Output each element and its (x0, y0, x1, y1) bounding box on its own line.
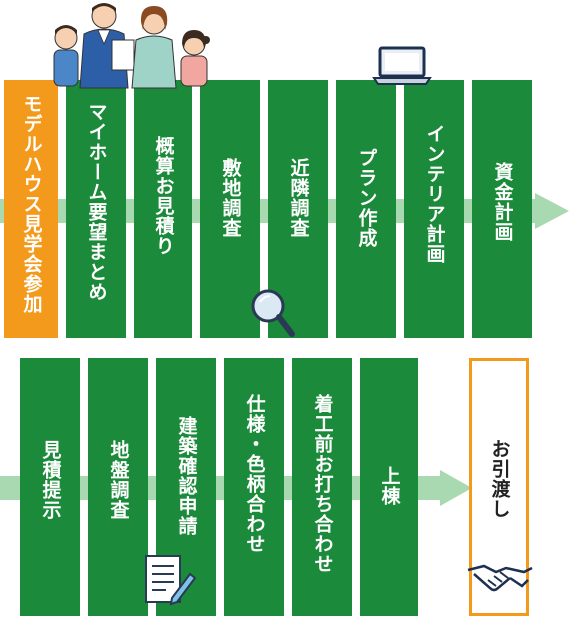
step-funding-plan: 資金計画 (472, 80, 532, 338)
laptop-icon (372, 46, 432, 85)
step-spec-color-meeting: 仕様・色柄合わせ (224, 358, 284, 616)
step-plan-creation: プラン作成 (336, 80, 396, 338)
step-interior-plan: インテリア計画 (404, 80, 464, 338)
step-label: プラン作成 (355, 148, 378, 248)
step-label: 仕様・色柄合わせ (243, 394, 266, 554)
step-home-wishes: マイホーム要望まとめ (66, 80, 126, 338)
step-label: 概算お見積り (152, 136, 175, 256)
step-pre-construction-meeting: 着工前お打ち合わせ (292, 358, 352, 616)
step-ground-survey: 地盤調査 (88, 358, 148, 616)
step-label: 敷地調査 (219, 158, 242, 238)
step-site-survey: 敷地調査 (200, 80, 260, 338)
step-label: モデルハウス見学会参加 (20, 94, 43, 314)
step-label: マイホーム要望まとめ (85, 102, 108, 302)
step-handover: お引渡し (469, 358, 529, 616)
document-pen-icon (145, 555, 197, 606)
step-label: お引渡し (488, 439, 511, 519)
step-label: 資金計画 (491, 162, 514, 242)
step-label: 地盤調査 (107, 440, 130, 520)
step-label: 見積提示 (39, 440, 62, 520)
magnifier-icon (251, 289, 295, 337)
step-label: 近隣調査 (287, 158, 310, 238)
step-label: インテリア計画 (423, 124, 446, 264)
step-label: 上棟 (378, 466, 401, 506)
step-framework-raising: 上棟 (360, 358, 418, 616)
row1-flow-arrow-head (535, 193, 569, 229)
handshake-icon (467, 564, 533, 592)
family-illustration (53, 3, 210, 89)
row2-flow-arrow-head (440, 470, 472, 506)
step-rough-estimate: 概算お見積り (134, 80, 192, 338)
step-label: 着工前お打ち合わせ (311, 394, 334, 574)
step-label: 建築確認申請 (175, 416, 198, 536)
step-estimate-presentation: 見積提示 (20, 358, 80, 616)
step-model-house-visit: モデルハウス見学会参加 (4, 80, 58, 338)
